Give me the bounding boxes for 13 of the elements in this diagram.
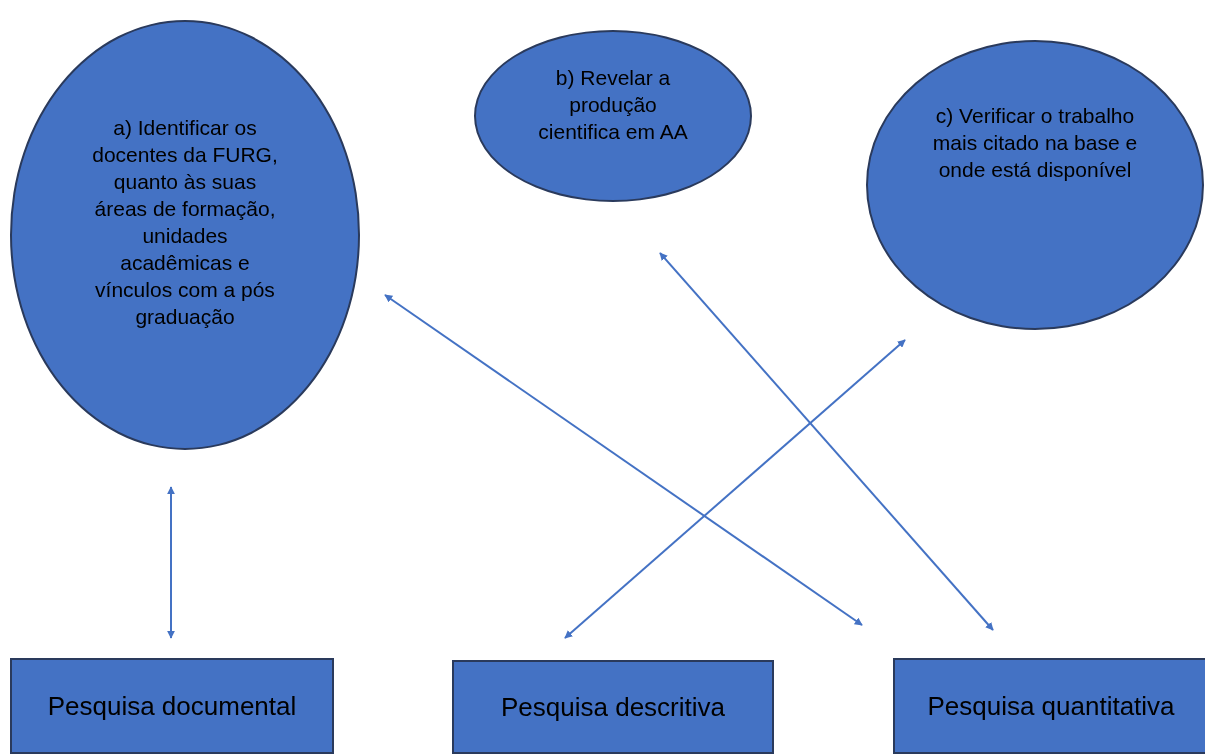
objective-text: a) Identificar os docentes da FURG, quanto às suas áreas de formação, unidades acadêmicas e vínculos com a pós graduação xyxy=(91,115,279,330)
method-label: Pesquisa documental xyxy=(47,691,297,721)
double-arrow xyxy=(564,339,906,639)
method-label: Pesquisa descritiva xyxy=(501,692,725,722)
objective-text: c) Verificar o trabalho mais citado na base e onde está disponível xyxy=(931,103,1139,183)
method-box xyxy=(452,660,774,754)
objective-text: b) Revelar a produção cientifica em AA xyxy=(537,65,689,145)
method-box xyxy=(893,658,1205,754)
double-arrow xyxy=(167,486,175,639)
method-label: Pesquisa quantitativa xyxy=(927,691,1175,721)
method-box xyxy=(10,658,334,754)
double-arrow xyxy=(384,294,863,626)
double-arrow xyxy=(659,252,994,631)
